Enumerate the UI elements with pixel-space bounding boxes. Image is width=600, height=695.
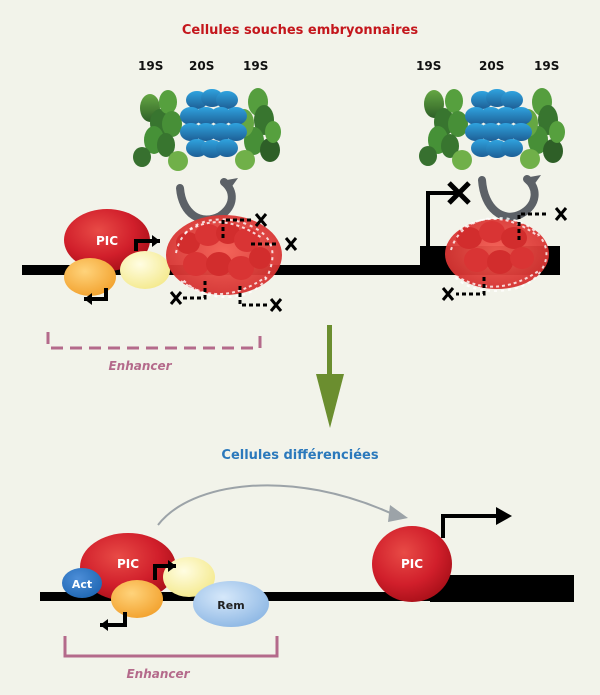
proteasome-left-19s-left: 19S	[138, 59, 163, 73]
proteasome-left-20s: 20S	[189, 59, 214, 73]
nucleosome-top-left	[166, 215, 282, 299]
tss-arrowhead-bottom-left-lower	[100, 619, 108, 631]
dna-line-bottom-right-block	[430, 575, 574, 602]
pic-bottom-right	[372, 526, 452, 602]
pic-top-left	[64, 209, 150, 271]
act-label: Act	[72, 578, 92, 591]
recycle-arrow-right	[478, 175, 539, 221]
active-tss-arrow-bottom-right	[441, 514, 496, 538]
tss-arrowhead-bottom-left	[168, 560, 176, 572]
tss-arrowhead-top-left-bottom	[84, 293, 92, 305]
proteasome-right-core	[465, 89, 532, 158]
proteasome-left-core	[180, 89, 247, 158]
proteasome-left-19s-right: 19S	[243, 59, 268, 73]
blocked-tss-cross-top-right	[447, 181, 471, 205]
proteasome-left-green-caps	[133, 88, 281, 171]
long-gray-arrowhead	[388, 505, 408, 522]
blocked-tss-arrow-top-right	[426, 191, 460, 246]
tail-marks-top-left	[169, 213, 298, 312]
recycle-arrowhead-right	[524, 175, 541, 189]
recycle-arrowhead-left	[221, 178, 238, 192]
proteasome-right-19s-right: 19S	[534, 59, 559, 73]
pic-bottom-left-label: PIC	[117, 557, 139, 571]
histone-tails-top-right	[456, 212, 549, 296]
proteasome-left	[133, 88, 281, 171]
nucleosome-top-right	[445, 216, 549, 293]
rem-factor	[193, 581, 269, 627]
histone-tails-top-left	[180, 218, 276, 307]
proteasome-right-20s: 20S	[479, 59, 504, 73]
bottom-title: Cellules différenciées	[221, 448, 378, 463]
enhancer-label-bottom: Enhancer	[126, 667, 190, 681]
enhancer-label-top: Enhancer	[108, 359, 172, 373]
tss-arrow-bottom-left-lower	[100, 612, 127, 627]
pic-top-left-label: PIC	[96, 234, 118, 248]
orange-factor-bottom-left	[111, 580, 163, 618]
active-tss-arrowhead-bottom-right	[496, 507, 512, 525]
proteasome-right-19s-left: 19S	[416, 59, 441, 73]
transition-arrow-shaft	[327, 325, 332, 379]
enhancer-bracket-bottom	[63, 636, 279, 658]
orange-factor-top-left	[64, 258, 116, 296]
top-title: Cellules souches embryonnaires	[182, 23, 418, 38]
long-gray-arrow	[157, 484, 398, 526]
transition-arrow-head	[316, 374, 344, 428]
act-factor	[62, 568, 102, 598]
enhancer-bracket-top	[46, 332, 262, 350]
yellow-factor-top-left	[120, 251, 170, 289]
tail-marks-top-right	[441, 207, 568, 301]
proteasome-right	[419, 88, 565, 170]
tss-arrowhead-top-left	[152, 235, 160, 247]
recycle-arrow-left	[176, 178, 236, 224]
rem-label: Rem	[217, 599, 244, 612]
pic-bottom-right-label: PIC	[401, 557, 423, 571]
